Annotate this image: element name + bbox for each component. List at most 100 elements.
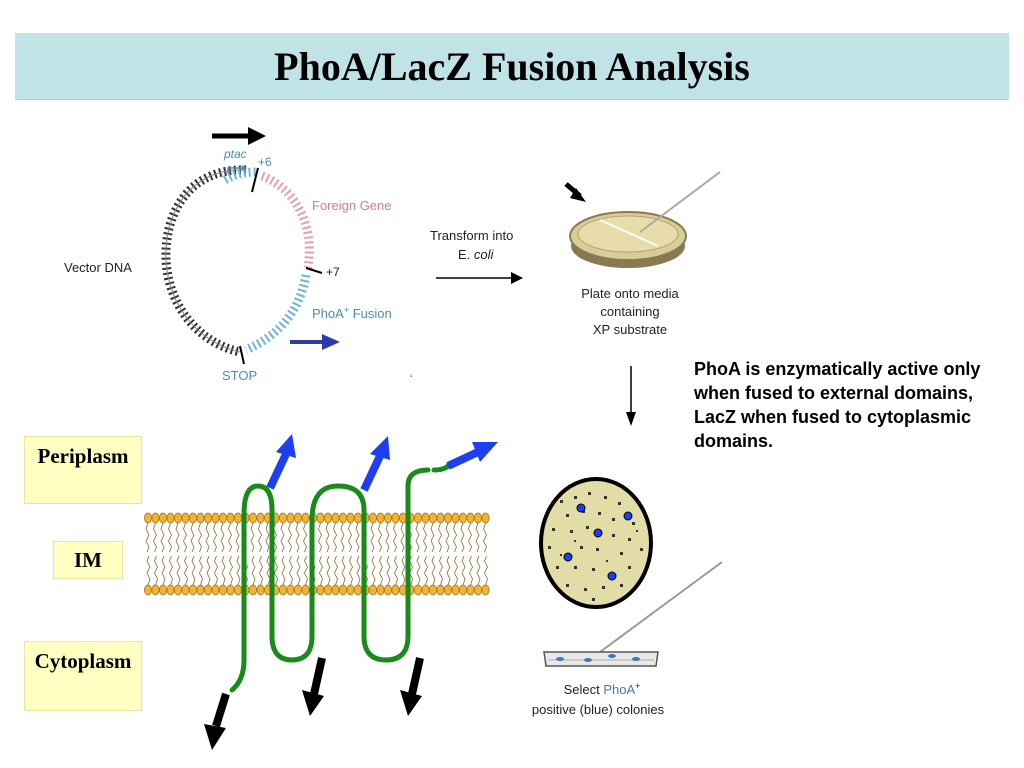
lipid-head [444, 584, 452, 596]
lipid-head [324, 584, 332, 596]
lipid-head [459, 584, 467, 596]
slide-title: PhoA/LacZ Fusion Analysis [274, 43, 750, 89]
lipid-tail [153, 522, 158, 586]
lipid-tail [213, 522, 218, 586]
lipid-tail [348, 522, 353, 586]
lipid-head [226, 584, 235, 596]
lipid-head [279, 512, 287, 524]
lipid-head [459, 512, 467, 524]
lipid-tail [288, 522, 293, 586]
cytoplasm-label: Cytoplasm [24, 641, 142, 711]
plate-label-line2: containing [600, 304, 659, 319]
top-black-arrow [212, 127, 266, 145]
periplasm-arrow [266, 434, 296, 490]
down-arrow [626, 366, 636, 426]
transform-label-line2: E. coli [458, 247, 495, 262]
select-label-line2: positive (blue) colonies [532, 702, 665, 717]
lipid-head [346, 584, 355, 596]
lipid-tail [318, 522, 323, 586]
lipid-head [301, 512, 310, 524]
plate-label-line3: XP substrate [593, 322, 667, 337]
lipid-tail [325, 522, 331, 586]
lipid-head [294, 512, 302, 524]
lipid-head [391, 584, 400, 596]
phoa-fusion-label: PhoA+ Fusion [312, 305, 392, 321]
title-bar: PhoA/LacZ Fusion Analysis [15, 33, 1009, 100]
lipid-head [324, 512, 332, 524]
cytoplasm-arrow [302, 657, 326, 716]
lipid-head [466, 512, 475, 524]
lipid-tail [160, 522, 166, 586]
lipid-tail [220, 522, 226, 586]
lipid-head [339, 512, 347, 524]
lipid-tail [175, 522, 181, 586]
lipid-tail [145, 522, 151, 586]
petri-dish [564, 171, 721, 268]
lipid-head [234, 512, 242, 524]
ptac-label: ptac [223, 147, 247, 161]
lipid-head [159, 512, 167, 524]
lipid-head [159, 584, 167, 596]
lipid-head [316, 512, 325, 524]
lipid-head [384, 584, 392, 596]
lipid-head [211, 584, 220, 596]
lipid-head [211, 512, 220, 524]
colony-plate [539, 477, 653, 609]
foreign-gene-label: Foreign Gene [312, 198, 392, 213]
lipid-tail [423, 522, 428, 586]
lipid-tail [430, 522, 436, 586]
lipid-head [151, 512, 160, 524]
lipid-head [429, 512, 437, 524]
cytoplasm-arrow [400, 657, 424, 716]
lipid-head [391, 512, 400, 524]
lipid-head [354, 512, 362, 524]
lipid-tail [475, 522, 481, 586]
lipid-tail [333, 522, 338, 586]
lipid-head [256, 584, 265, 596]
lipid-head [466, 584, 475, 596]
lipid-head [346, 512, 355, 524]
lipid-tail [280, 522, 286, 586]
lipid-head [421, 584, 430, 596]
lipid-head [429, 584, 437, 596]
lipid-head [436, 584, 445, 596]
lipid-head [481, 512, 490, 524]
lipid-tail [370, 522, 376, 586]
foreign-gene-segment [260, 171, 314, 269]
lipid-tail [385, 522, 391, 586]
vector-dna-coil [161, 165, 247, 357]
lipid-head [174, 584, 182, 596]
lipid-head [376, 584, 385, 596]
lipid-head [444, 512, 452, 524]
lipid-bilayer [144, 512, 490, 596]
lipid-tail [168, 522, 173, 586]
lipid-tail [483, 522, 488, 586]
transform-label-line1: Transform into [430, 228, 513, 243]
ptac-segment [222, 167, 257, 184]
lipid-head [219, 584, 227, 596]
lipid-tail [258, 522, 263, 586]
lipid-head [144, 584, 152, 596]
lipid-head [369, 584, 377, 596]
lipid-head [144, 512, 152, 524]
lipid-head [196, 584, 205, 596]
blue-colony [563, 552, 573, 562]
lipid-tail [250, 522, 256, 586]
lipid-head [174, 512, 182, 524]
lipid-head [286, 512, 295, 524]
lipid-head [226, 512, 235, 524]
periplasm-arrow [360, 436, 390, 492]
lipid-head [294, 584, 302, 596]
lipid-tail [468, 522, 473, 586]
lipid-tail [183, 522, 188, 586]
explanation-note: PhoA is enzymatically active only when f… [694, 359, 981, 451]
blue-colony [623, 511, 633, 521]
vector-dna-label: Vector DNA [64, 260, 132, 275]
lipid-head [151, 584, 160, 596]
lipid-head [376, 512, 385, 524]
lipid-tail [235, 522, 241, 586]
lipid-head [219, 512, 227, 524]
periplasm-arrow [446, 442, 498, 470]
lipid-head [204, 512, 212, 524]
